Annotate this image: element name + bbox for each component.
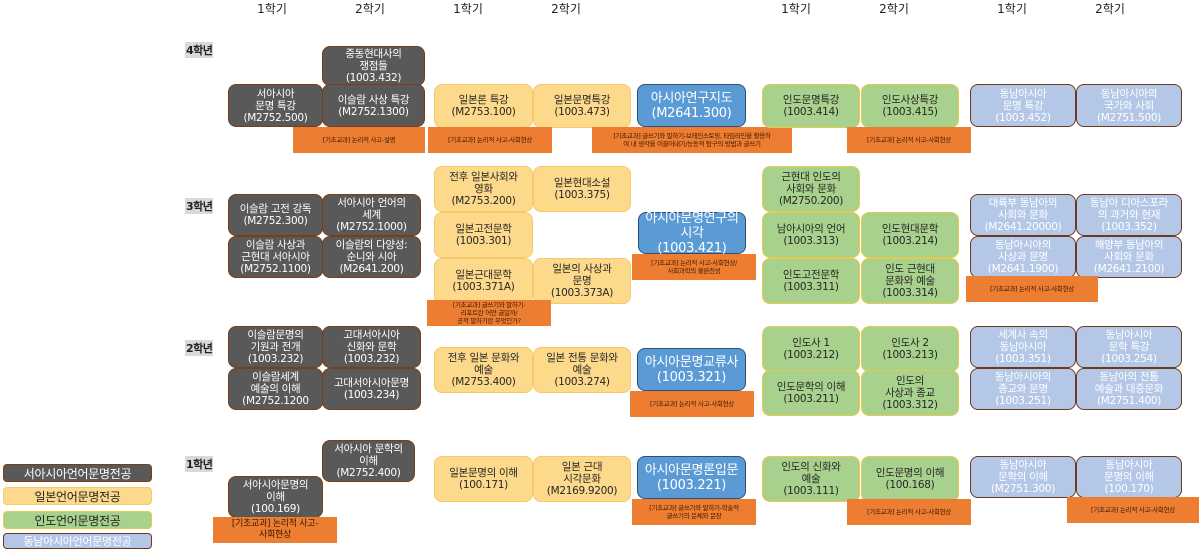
course-box[interactable]: 이슬람 고전 강독 (M2752.300) <box>228 194 323 236</box>
course-box[interactable]: 중동현대사의 쟁점들 (1003.432) <box>322 46 425 86</box>
course-box[interactable]: 인도현대문학 (1003.214) <box>861 212 959 258</box>
course-box[interactable]: 동남아시아 문명의 이해 (100.170) <box>1076 456 1182 498</box>
course-box[interactable]: 이슬람 사상과 근현대 서아시아 (M2752.1100) <box>228 236 323 278</box>
basic-course-tag: [기초교과] 논리적 사고-설명 <box>293 127 425 153</box>
course-box[interactable]: 이슬람세계 예술의 이해 (M2752.1200 <box>228 368 323 410</box>
semester-header-sea-2: 2학기 <box>1095 2 1125 16</box>
basic-course-tag: [기초교과] 논리적 사고- 사회현상 <box>213 517 337 543</box>
basic-course-tag: [기초교과] 논리적 사고-사회현상 <box>630 391 754 417</box>
course-box[interactable]: 동남아시아 문명 특강 (1003.452) <box>970 84 1076 127</box>
course-box[interactable]: 인도 근현대 문화와 예술 (1003.314) <box>861 258 959 304</box>
course-box[interactable]: 일본론 특강 (M2753.100) <box>434 84 533 128</box>
semester-header-japan-2: 2학기 <box>551 2 581 16</box>
course-box[interactable]: 서아시아 문명 특강 (M2752.500) <box>228 84 323 127</box>
course-box[interactable]: 대륙부 동남아의 사회와 문화 (M2641.20000) <box>970 194 1076 236</box>
course-box[interactable]: 일본문명의 이해 (100.171) <box>434 456 533 502</box>
course-box[interactable]: 동남아시아의 종교와 문명 (1003.251) <box>970 368 1076 410</box>
course-box[interactable]: 인도문명의 이해 (100.168) <box>861 456 959 502</box>
course-box[interactable]: 일본문명특강 (1003.473) <box>533 84 631 128</box>
course-box[interactable]: 해양부 동남아의 사회와 문화 (M2641.2100) <box>1076 236 1182 278</box>
course-box[interactable]: 일본현대소설 (1003.375) <box>533 166 631 212</box>
course-box[interactable]: 인도의 사상과 종교 (1003.312) <box>861 370 959 416</box>
semester-header-japan-1: 1학기 <box>453 2 483 16</box>
course-box[interactable]: 서아시아 문학의 이해 (M2752.400) <box>322 440 415 482</box>
basic-course-tag: [기초교과] 논리적 사고-사회현상 <box>1067 497 1199 523</box>
semester-header-sea-1: 1학기 <box>997 2 1027 16</box>
course-box[interactable]: 일본고전문학 (1003.301) <box>434 212 533 258</box>
semester-header-india-1: 1학기 <box>781 2 811 16</box>
basic-course-tag: [기초교과] 논리적 사고-사회현상/ 사회과학의 불완전성 <box>632 254 756 280</box>
course-box[interactable]: 동남아시아의 사상과 문명 (M2641.1900) <box>970 236 1076 278</box>
course-box[interactable]: 전후 일본사회와 영화 (M2753.200) <box>434 166 533 212</box>
course-box[interactable]: 세계사 속의 동남아시아 (1003.351) <box>970 326 1076 368</box>
course-box[interactable]: 동남아 디아스포라 의 과거와 현재 (1003.352) <box>1076 194 1182 236</box>
course-box[interactable]: 동남아시아의 국가와 사회 (M2751.500) <box>1076 84 1182 127</box>
course-box[interactable]: 전후 일본 문화와 예술 (M2753.400) <box>434 347 533 393</box>
basic-course-tag: [기초교과] 글쓰기와 말하기- 리포트란 어떤 글일까/ 공적 말하기란 무엇… <box>427 300 551 326</box>
legend-japan: 일본언어문명전공 <box>3 487 152 505</box>
course-box[interactable]: 근현대 인도의 사회와 문화 (M2750.200) <box>762 166 860 212</box>
course-box[interactable]: 이슬람의 다양성: 순니와 시아 (M2641.200) <box>322 236 421 278</box>
course-box[interactable]: 고대서아시아문명 (1003.234) <box>322 368 421 410</box>
semester-header-west-2: 2학기 <box>355 2 385 16</box>
course-box[interactable]: 이슬람문명의 기원과 전개 (1003.232) <box>228 326 323 368</box>
course-box[interactable]: 아시아문명론입문 (1003.221) <box>637 456 746 499</box>
course-box[interactable]: 이슬람 사상 특강 (M2752.1300) <box>322 84 425 127</box>
course-box[interactable]: 일본의 사상과 문명 (1003.373A) <box>533 258 631 304</box>
basic-course-tag: [기초교과] 논리적 사고-사회현상 <box>847 499 971 525</box>
semester-header-west-1: 1학기 <box>257 2 287 16</box>
course-box[interactable]: 남아시아의 언어 (1003.313) <box>762 212 860 258</box>
course-box[interactable]: 아시아문명교류사 (1003.321) <box>637 348 746 391</box>
course-box[interactable]: 일본근대문학 (1003.371A) <box>434 258 533 304</box>
course-box[interactable]: 고대서아시아 신화와 문학 (1003.232) <box>322 326 421 368</box>
course-box[interactable]: 동남아시아 문학 특강 (1003.254) <box>1076 326 1182 368</box>
basic-course-tag: [기초교과] 글쓰기와 말하기-학술적 글쓰기의 문체와 문장 <box>632 499 756 525</box>
course-box[interactable]: 아시아연구지도 (M2641.300) <box>637 84 746 127</box>
course-box[interactable]: 인도문학의 이해 (1003.211) <box>762 370 860 416</box>
basic-course-tag: [기초교과] 논리적 사고-사회현상 <box>428 127 552 153</box>
course-box[interactable]: 인도문명특강 (1003.414) <box>762 84 860 128</box>
course-box[interactable]: 인도사 1 (1003.212) <box>762 326 860 372</box>
semester-header-india-2: 2학기 <box>879 2 909 16</box>
legend-west-asia: 서아시아언어문명전공 <box>3 464 152 482</box>
course-box[interactable]: 인도고전문학 (1003.311) <box>762 258 860 304</box>
basic-course-tag: [기초교과] 글쓰기와 말하기-브레인스토밍, 타임라인을 활용하 여 내 생각… <box>592 127 792 153</box>
year-label-1: 1학년 <box>185 456 214 472</box>
year-label-3: 3학년 <box>185 198 214 214</box>
year-label-2: 2학년 <box>185 340 214 356</box>
course-box[interactable]: 동남아시아 문학의 이해 (M2751.300) <box>970 456 1076 498</box>
course-box[interactable]: 동남아의 전통 예술과 대중문화 (M2751.400) <box>1076 368 1182 410</box>
course-box[interactable]: 서아시아 언어의 세계 (M2752.1000) <box>322 194 421 236</box>
basic-course-tag: [기초교과] 논리적 사고-사회현상 <box>847 127 971 153</box>
course-box[interactable]: 일본 전통 문화와 예술 (1003.274) <box>533 347 631 393</box>
course-box[interactable]: 인도사상특강 (1003.415) <box>861 84 959 128</box>
course-box[interactable]: 아시아문명연구의 시각 (1003.421) <box>638 211 746 256</box>
basic-course-tag: [기초교과] 논리적 사고-사회현상 <box>966 276 1098 302</box>
year-label-4: 4학년 <box>185 42 214 58</box>
legend-india: 인도언어문명전공 <box>3 511 152 529</box>
course-box[interactable]: 서아시아문명의 이해 (100.169) <box>228 476 323 518</box>
course-box[interactable]: 인도의 신화와 예술 (1003.111) <box>762 456 860 502</box>
course-box[interactable]: 인도사 2 (1003.213) <box>861 326 959 372</box>
course-box[interactable]: 일본 근대 시각문화 (M2169.9200) <box>533 456 631 502</box>
legend-southeast-asia: 동남아시아언어문명전공 <box>3 533 152 549</box>
